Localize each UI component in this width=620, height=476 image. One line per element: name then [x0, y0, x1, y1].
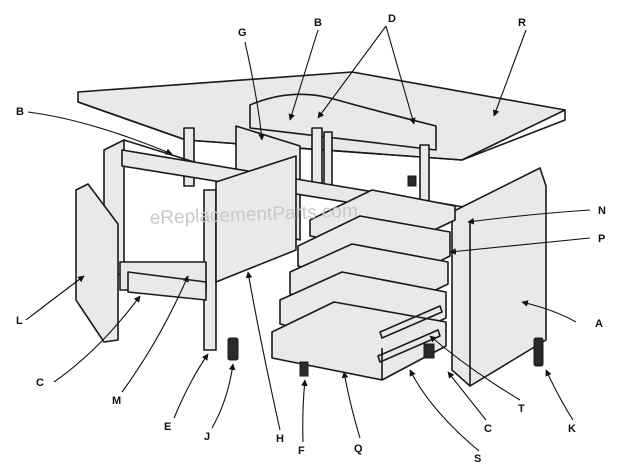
- callout-c-left: C: [36, 377, 44, 389]
- left-door: [75, 183, 119, 343]
- right-end-panel: [451, 167, 547, 387]
- callout-s: S: [474, 453, 481, 465]
- callout-r: R: [518, 17, 526, 29]
- inner-partition: [215, 155, 297, 283]
- callout-n: N: [598, 205, 606, 217]
- leader-lines: [25, 25, 591, 452]
- callout-f: F: [298, 445, 305, 457]
- callout-p: P: [598, 233, 605, 245]
- callout-j: J: [204, 431, 210, 443]
- callout-k: K: [568, 423, 576, 435]
- rear-legs: [183, 127, 430, 206]
- callout-h: H: [276, 433, 284, 445]
- callout-b-top: B: [314, 17, 322, 29]
- callout-c-right: C: [484, 423, 492, 435]
- callout-t: T: [518, 403, 525, 415]
- callout-q: Q: [354, 443, 363, 455]
- callout-m: M: [112, 395, 121, 407]
- callout-e: E: [164, 421, 171, 433]
- rear-center-support: [249, 93, 437, 151]
- hardware: [227, 175, 544, 377]
- callout-d: D: [388, 13, 396, 25]
- left-shelf: [119, 261, 207, 301]
- callout-l: L: [16, 315, 23, 327]
- drawer-slides: [377, 305, 443, 363]
- callout-g: G: [238, 27, 247, 39]
- drawer-stack: [271, 189, 456, 381]
- callout-b-left: B: [16, 106, 24, 118]
- callout-a: A: [595, 318, 603, 330]
